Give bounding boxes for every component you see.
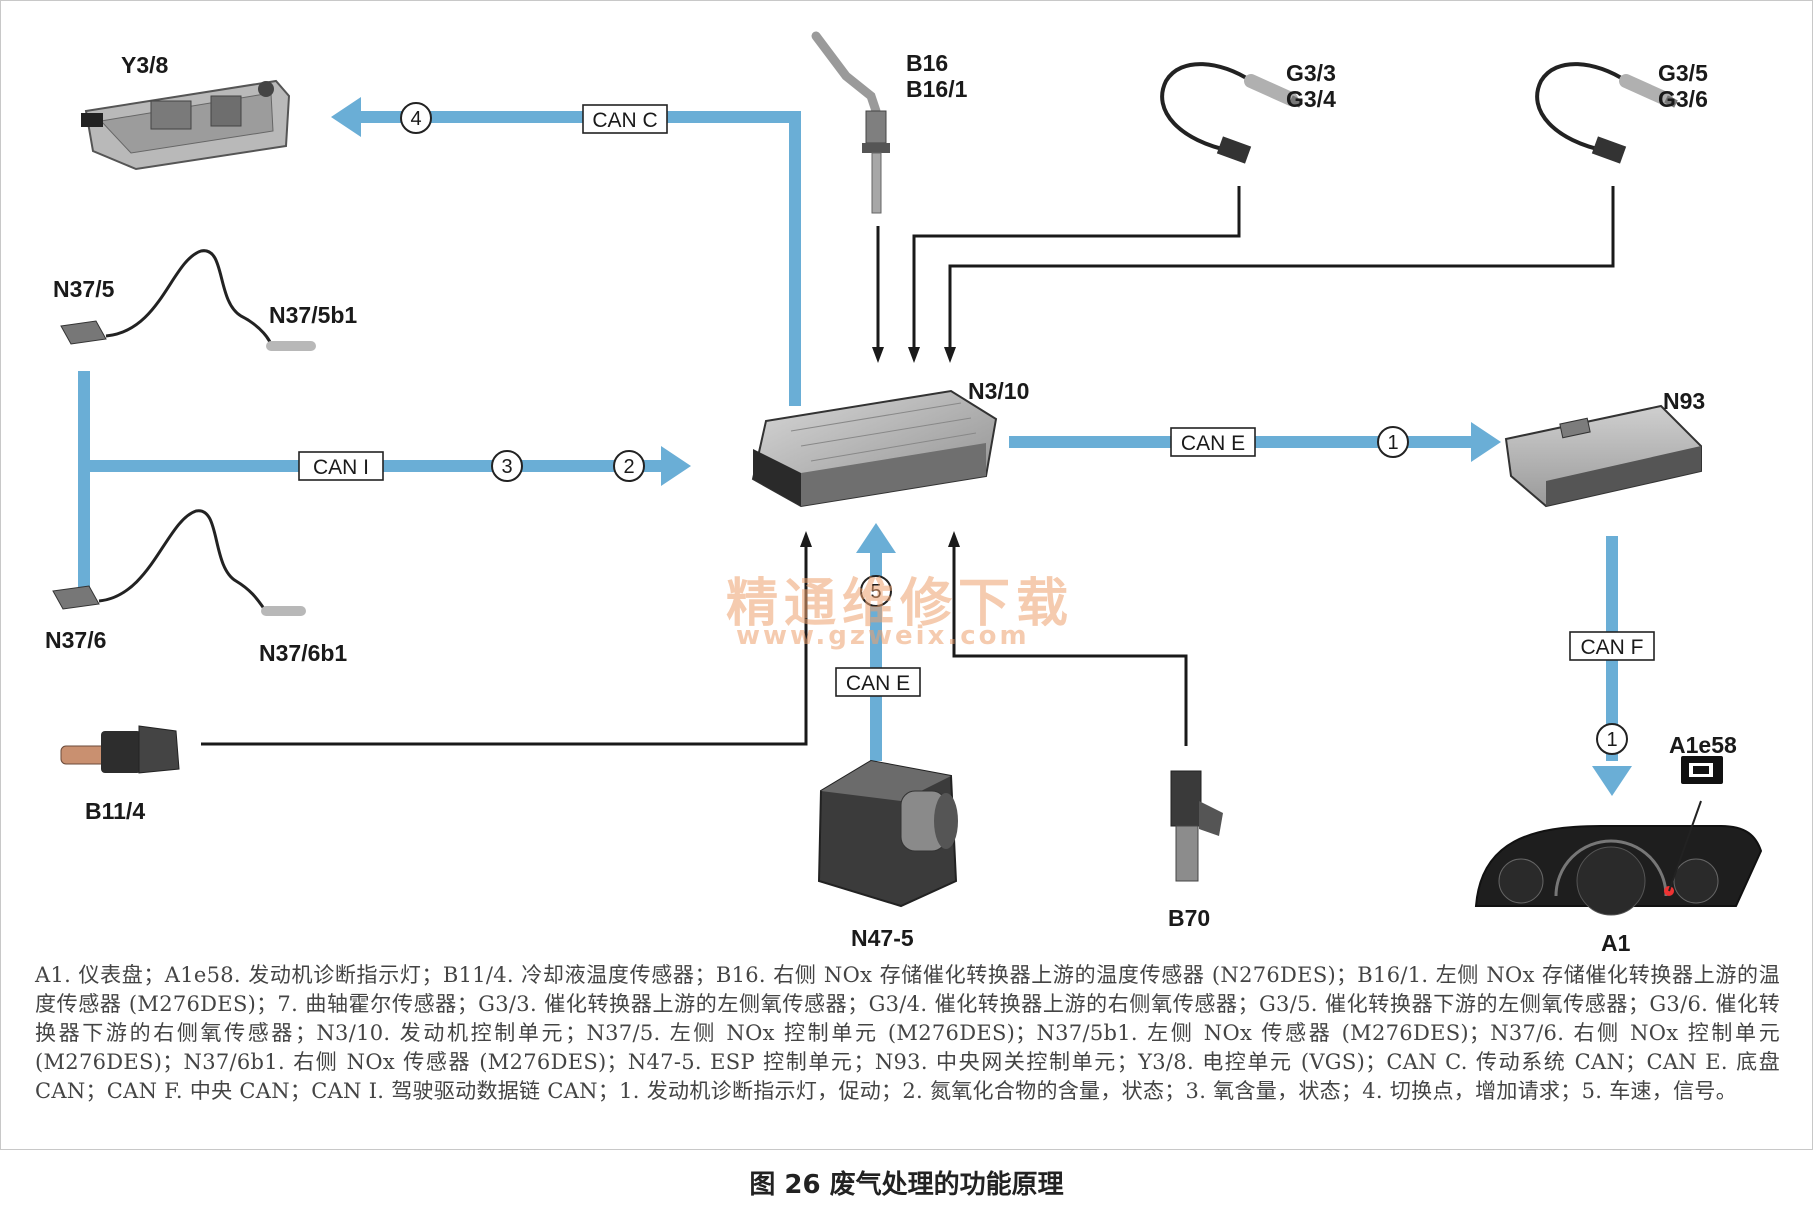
engine-control-unit-n310-image bbox=[751, 389, 998, 508]
watermark-text: 精通维修下载 bbox=[726, 574, 1075, 634]
legend-text: A1. 仪表盘；A1e58. 发动机诊断指示灯；B11/4. 冷却液温度传感器；… bbox=[35, 963, 1780, 1103]
signal-marker-1-right: 1 bbox=[1377, 426, 1409, 458]
label-b70: B70 bbox=[1168, 905, 1210, 931]
label-a1e58: A1e58 bbox=[1669, 732, 1737, 758]
function-diagram: CAN C CAN I CAN E CAN E CAN F 4 3 2 1 5 … bbox=[45, 31, 1763, 956]
can-c-label: CAN C bbox=[592, 109, 657, 132]
label-n376b1: N37/6b1 bbox=[259, 640, 347, 666]
label-a1: A1 bbox=[1601, 930, 1631, 956]
label-n310: N3/10 bbox=[968, 378, 1029, 404]
label-g36: G3/6 bbox=[1658, 86, 1708, 112]
coolant-temperature-sensor-b114-image bbox=[60, 725, 180, 774]
can-c-label-box: CAN C bbox=[582, 104, 668, 134]
figure-caption: 图 26 废气处理的功能原理 bbox=[749, 1170, 1064, 1200]
can-f-label: CAN F bbox=[1581, 636, 1644, 659]
signal-marker-3: 3 bbox=[491, 450, 523, 482]
can-e-right-label-box: CAN E bbox=[1170, 427, 1256, 457]
label-n376: N37/6 bbox=[45, 627, 106, 653]
label-g34: G3/4 bbox=[1286, 86, 1336, 112]
nox-sensor-n375-image bbox=[60, 249, 316, 351]
label-b114: B11/4 bbox=[85, 798, 145, 824]
label-b16: B16 bbox=[906, 50, 948, 76]
label-n375b1: N37/5b1 bbox=[269, 302, 357, 328]
can-bus-lines bbox=[78, 97, 1632, 796]
label-g35: G3/5 bbox=[1658, 60, 1708, 86]
crankshaft-sensor-b70-image bbox=[1170, 770, 1223, 882]
can-f-label-box: CAN F bbox=[1569, 631, 1655, 661]
svg-text:2: 2 bbox=[623, 456, 634, 478]
oxygen-sensor-g33-image bbox=[1160, 62, 1303, 164]
label-n475: N47-5 bbox=[851, 925, 914, 951]
svg-text:1: 1 bbox=[1606, 729, 1617, 751]
can-e-right-label: CAN E bbox=[1181, 432, 1245, 455]
can-i-label: CAN I bbox=[313, 456, 369, 479]
can-i-label-box: CAN I bbox=[298, 451, 384, 481]
svg-text:3: 3 bbox=[501, 456, 512, 478]
valve-body-y38-image bbox=[81, 79, 291, 171]
signal-marker-1-down: 1 bbox=[1596, 723, 1628, 755]
svg-text:1: 1 bbox=[1387, 432, 1398, 454]
svg-text:5: 5 bbox=[870, 581, 881, 603]
temperature-sensor-b16-image bbox=[811, 31, 890, 214]
svg-text:4: 4 bbox=[410, 108, 421, 130]
esp-control-unit-n475-image bbox=[817, 759, 958, 908]
signal-marker-4: 4 bbox=[400, 102, 432, 134]
instrument-cluster-a1-image bbox=[1474, 800, 1763, 916]
can-e-bottom-label: CAN E bbox=[846, 672, 910, 695]
label-y38: Y3/8 bbox=[121, 52, 169, 78]
label-n375: N37/5 bbox=[53, 276, 115, 302]
engine-warning-lamp-a1e58-icon bbox=[1681, 756, 1723, 784]
can-e-bottom-label-box: CAN E bbox=[835, 667, 921, 697]
label-b16-1: B16/1 bbox=[906, 76, 968, 102]
central-gateway-n93-image bbox=[1504, 404, 1702, 508]
figure-frame: CAN C CAN I CAN E CAN E CAN F 4 3 2 1 5 … bbox=[0, 0, 1813, 1150]
signal-marker-2: 2 bbox=[613, 450, 645, 482]
signal-marker-5: 5 bbox=[860, 575, 892, 607]
label-n93: N93 bbox=[1663, 388, 1705, 414]
watermark-url: www.gzweix.com bbox=[736, 621, 1030, 651]
label-g33: G3/3 bbox=[1286, 60, 1336, 86]
oxygen-sensor-g35-image bbox=[1535, 62, 1678, 164]
signal-wires bbox=[201, 186, 1615, 746]
nox-sensor-n376-image bbox=[52, 509, 306, 616]
